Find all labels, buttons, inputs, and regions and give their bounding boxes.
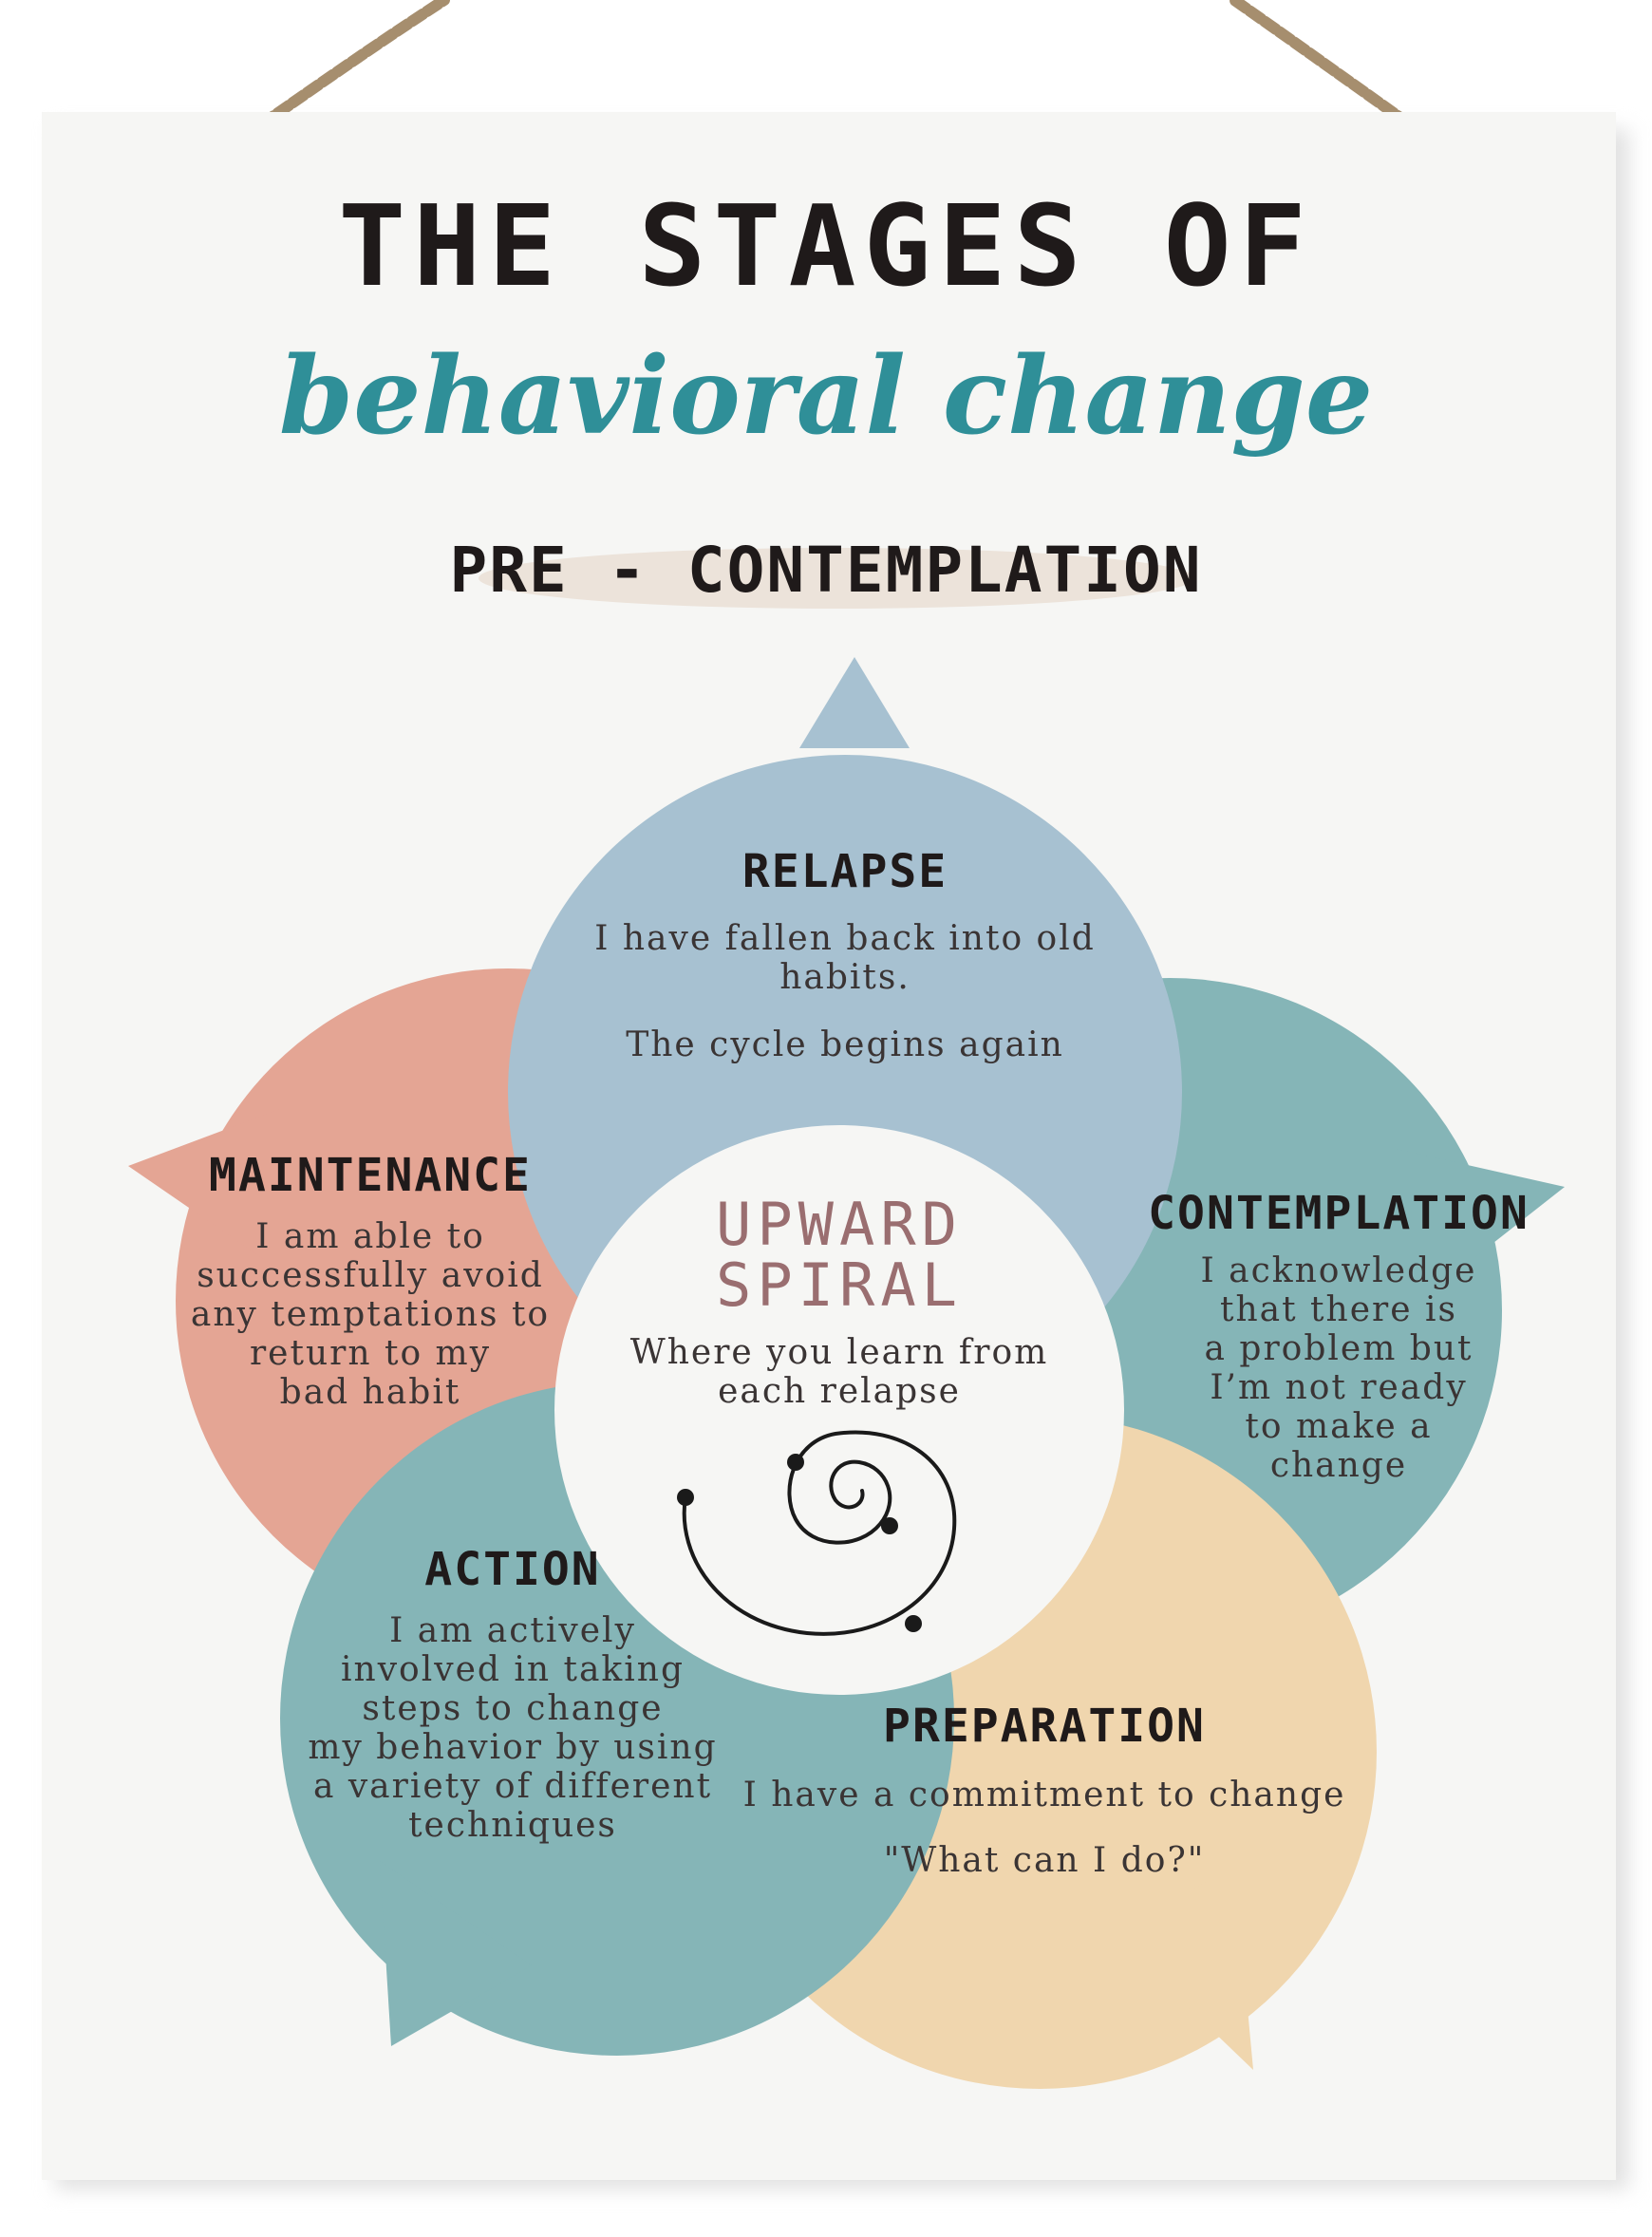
contemplation-line-6: change — [1269, 1446, 1408, 1485]
center-line-1: Where you learn from — [629, 1333, 1049, 1372]
relapse-line-2: habits. — [779, 958, 910, 997]
action-title: ACTION — [424, 1543, 601, 1596]
preparation-line-2: "What can I do?" — [883, 1841, 1206, 1880]
relapse-title: RELAPSE — [742, 845, 948, 898]
contemplation-line-3: a problem but — [1204, 1329, 1474, 1368]
contemplation-text: CONTEMPLATION I acknowledge that there i… — [1139, 1187, 1538, 1485]
relapse-line-1: I have fallen back into old — [594, 919, 1096, 958]
maintenance-line-4: return to my — [249, 1334, 492, 1373]
relapse-line-3: The cycle begins again — [626, 1025, 1064, 1064]
poster-subtitle: behavioral change — [278, 334, 1374, 459]
maintenance-text: MAINTENANCE I am able to successfully av… — [180, 1149, 560, 1412]
stage-label-highlight — [479, 548, 1194, 609]
upward-spiral-text: UPWARD SPIRAL Where you learn from each … — [602, 1190, 1077, 1412]
center-line-2: each relapse — [718, 1372, 961, 1411]
preparation-text: PREPARATION I have a commitment to chang… — [741, 1700, 1348, 1880]
action-line-3: steps to change — [362, 1689, 664, 1728]
action-line-1: I am actively — [389, 1611, 636, 1650]
action-line-4: my behavior by using — [308, 1728, 718, 1767]
contemplation-line-1: I acknowledge — [1200, 1251, 1477, 1290]
relapse-text: RELAPSE I have fallen back into old habi… — [560, 845, 1130, 1064]
center-title-line-2: SPIRAL — [716, 1250, 963, 1320]
spiral-icon — [677, 1430, 957, 1636]
contemplation-line-4: I’m not ready — [1210, 1368, 1468, 1407]
action-text: ACTION I am actively involved in taking … — [304, 1543, 722, 1845]
center-title-line-1: UPWARD — [716, 1190, 963, 1259]
contemplation-line-5: to make a — [1245, 1407, 1433, 1446]
maintenance-title: MAINTENANCE — [209, 1149, 532, 1202]
maintenance-line-1: I am able to — [255, 1217, 485, 1256]
action-line-5: a variety of different — [312, 1767, 713, 1806]
pre-contemplation-label: PRE - CONTEMPLATION — [449, 534, 1203, 607]
action-line-2: involved in taking — [341, 1650, 685, 1689]
contemplation-line-2: that there is — [1220, 1290, 1457, 1329]
maintenance-line-5: bad habit — [279, 1373, 461, 1412]
preparation-title: PREPARATION — [883, 1700, 1206, 1753]
maintenance-line-2: successfully avoid — [197, 1256, 544, 1295]
contemplation-title: CONTEMPLATION — [1148, 1187, 1530, 1240]
poster-title: THE STAGES OF — [338, 180, 1314, 311]
preparation-line-1: I have a commitment to change — [742, 1776, 1346, 1814]
action-line-6: techniques — [408, 1806, 617, 1845]
maintenance-line-3: any temptations to — [190, 1295, 551, 1334]
center-circle — [554, 1125, 1124, 1695]
